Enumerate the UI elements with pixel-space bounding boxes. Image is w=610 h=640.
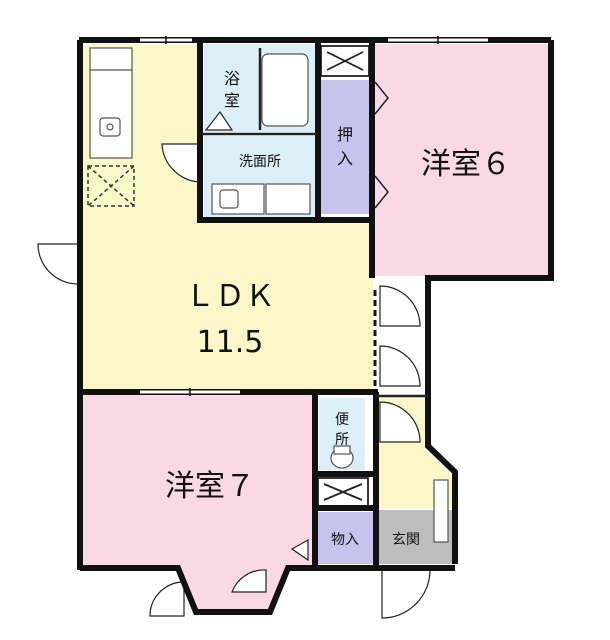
ldk-floor — [82, 44, 373, 390]
ldk-size-label: 11.5 — [197, 325, 264, 360]
kitchen-counter — [89, 47, 133, 159]
western7-label: 洋室７ — [165, 469, 255, 504]
door-swings — [37, 110, 431, 619]
bath-label-top: 浴 — [224, 69, 240, 88]
closet-label-top: 押 — [337, 125, 353, 144]
toilet-label-bottom: 所 — [335, 432, 349, 448]
bath-label-bottom: 室 — [224, 91, 240, 110]
shoe-cabinet — [433, 479, 449, 543]
pipe-space-top — [320, 45, 370, 77]
closet-floor — [321, 80, 369, 214]
western7-floor — [82, 395, 315, 610]
western6-floor — [373, 44, 551, 276]
toilet-label-top: 便 — [335, 412, 349, 428]
closet-doors — [374, 81, 389, 209]
entrance-label: 玄関 — [392, 531, 420, 548]
toilet-bowl — [330, 445, 354, 469]
storage-floor — [316, 512, 374, 564]
washbasin — [211, 183, 311, 215]
pipe-space-bottom — [317, 477, 369, 507]
washroom-label: 洗面所 — [239, 154, 281, 170]
window-ticks — [165, 36, 439, 396]
inner-walls-thin — [202, 48, 428, 398]
storage-label: 物入 — [331, 532, 359, 548]
closet-label-bottom: 入 — [337, 149, 353, 168]
fridge-space — [87, 165, 135, 207]
western6-label: 洋室６ — [421, 147, 511, 182]
ldk-label: ＬＤＫ — [185, 279, 275, 314]
bathtub — [261, 53, 309, 127]
